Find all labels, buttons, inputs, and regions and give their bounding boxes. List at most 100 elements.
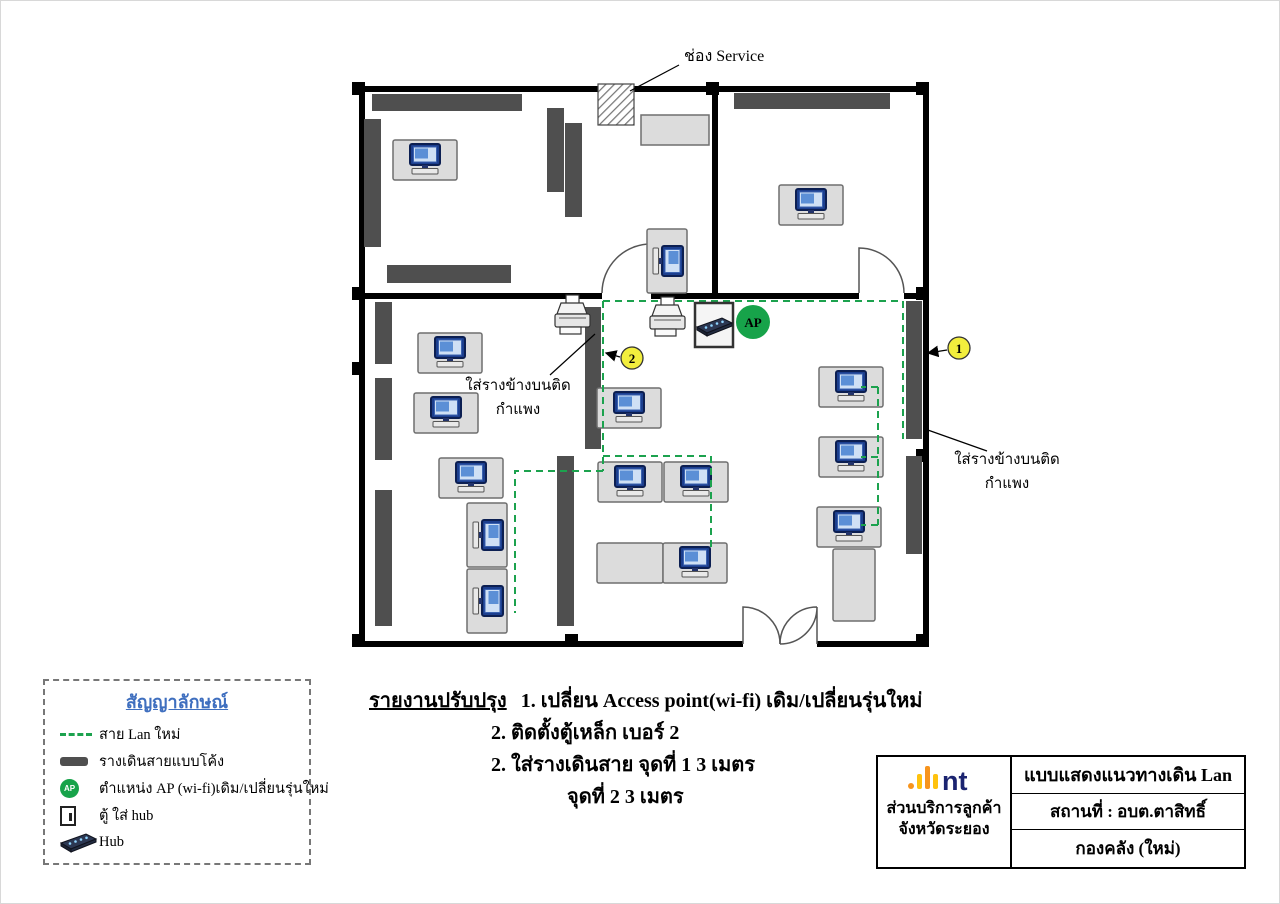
table [596,542,664,584]
legend-title: สัญญาลักษณ์ [125,692,229,712]
cable-tray-icon [57,757,99,766]
door-arc [779,606,818,645]
lan-line-icon [57,733,99,736]
leader-line [629,64,680,92]
wall-post [352,634,365,647]
drawing-room: กองคลัง (ใหม่) [1075,839,1181,859]
tray-bar [364,119,381,247]
computer-desk [598,462,662,502]
wall-right [923,86,929,647]
door-arc [858,247,905,294]
lan-cables [514,300,904,613]
svg-text:กำแพง: กำแพง [496,401,540,418]
wall-post [352,362,365,375]
wall-post [916,287,929,300]
svg-text:ใส่รางข้างบนติด: ใส่รางข้างบนติด [465,376,571,394]
nt-logo: nt [908,766,967,796]
report-line-4: จุดที่ 2 3 เมตร [567,786,684,808]
title-block: nt ส่วนบริการลูกค้า จังหวัดระยอง แบบแสดง… [876,755,1246,869]
computer-desk [597,388,661,428]
computer-desk-rotated [647,229,687,293]
wall-post [565,634,578,647]
lan-cable [603,455,712,547]
report-line-1: รายงานปรับปรุง 1. เปลี่ยน Access point(wi… [369,685,949,717]
wall-post [916,634,929,647]
tray-bar [557,456,574,626]
tray-bar [734,93,890,109]
service-opening [597,83,635,126]
wall-post [352,287,365,300]
svg-text:ใส่รางข้างบนติด: ใส่รางข้างบนติด [954,450,1060,468]
tray-bar [387,265,511,283]
legend: สัญญาลักษณ์ สาย Lan ใหม่ รางเดินสายแบบโค… [43,679,329,865]
tray-bar [375,302,392,364]
svg-text:nt: nt [942,766,967,796]
printer-icon [554,294,591,335]
annotations [549,64,988,452]
legend-item-label: Hub [99,834,124,850]
wall-top [359,86,929,92]
computer-desk [779,185,843,225]
computer-desk [393,140,457,180]
wall-bottom-left [359,641,743,647]
legend-item-ap: AP ตำแหน่ง AP (wi-fi)เดิม/เปลี่ยนรุ่นใหม… [45,775,329,802]
tables [596,114,876,622]
computer-desk [414,393,478,433]
point-marker-1: 1 [926,336,971,360]
tray-bar [565,123,582,217]
ap-label: AP [744,315,761,330]
legend-item-lan: สาย Lan ใหม่ [45,721,309,748]
tray-bar [375,490,392,626]
computer-desk [418,333,482,373]
title-block-org: nt ส่วนบริการลูกค้า จังหวัดระยอง [878,757,1012,867]
hub-cabinet [693,301,735,349]
tray-label-right: ใส่รางข้างบนติด กำแพง [954,450,1060,492]
tray-label-left: ใส่รางข้างบนติด กำแพง [465,376,571,418]
hub-icon [57,831,99,854]
computer-desk [663,543,727,583]
wall-divider-vertical [712,86,718,299]
ap-icon: AP [57,779,99,798]
lan-cable [861,386,879,526]
walls [352,82,929,647]
org-line-1: ส่วนบริการลูกค้า [886,800,1002,817]
drawing-title: แบบแสดงแนวทางเดิน Lan [1012,757,1244,794]
wall-post [352,82,365,95]
legend-item-label: รางเดินสายแบบโค้ง [99,754,225,770]
computer-desk-rotated [467,503,507,567]
leader-line [924,428,988,452]
door-arc [742,606,781,645]
point-2-label: 2 [629,351,636,366]
computer-desk [439,458,503,498]
ap-marker: AP [736,305,770,339]
wall-post [916,82,929,95]
service-label: ช่อง Service [684,48,764,65]
tray-bar [375,378,392,460]
table [832,548,876,622]
door-arc [601,243,652,294]
computer-desk [817,507,881,547]
cable-trays [364,93,922,626]
report-item: 1. เปลี่ยน Access point(wi-fi) เดิม/เปลี… [520,690,923,712]
tray-bar [372,94,522,111]
table [640,114,710,146]
point-marker-2: 2 [604,346,644,370]
legend-item-tray: รางเดินสายแบบโค้ง [45,748,309,775]
wall-bottom-right [817,641,929,647]
printer-icon [649,296,686,337]
report-notes: รายงานปรับปรุง 1. เปลี่ยน Access point(wi… [369,685,949,813]
report-line-2: 2. ติดตั้งตู้เหล็ก เบอร์ 2 [491,722,680,744]
drawing-location: สถานที่ : อบต.ตาสิทธิ์ [1012,794,1244,831]
tray-bar [906,456,922,554]
computer-desk-rotated [467,569,507,633]
report-heading: รายงานปรับปรุง [369,690,507,712]
org-line-2: จังหวัดระยอง [898,821,990,838]
leader-line [549,333,596,376]
cabinet-icon [57,805,99,826]
computer-desk [664,462,728,502]
wall-interior-2 [651,293,859,299]
svg-text:กำแพง: กำแพง [985,475,1029,492]
legend-item-hub: Hub [45,829,309,856]
